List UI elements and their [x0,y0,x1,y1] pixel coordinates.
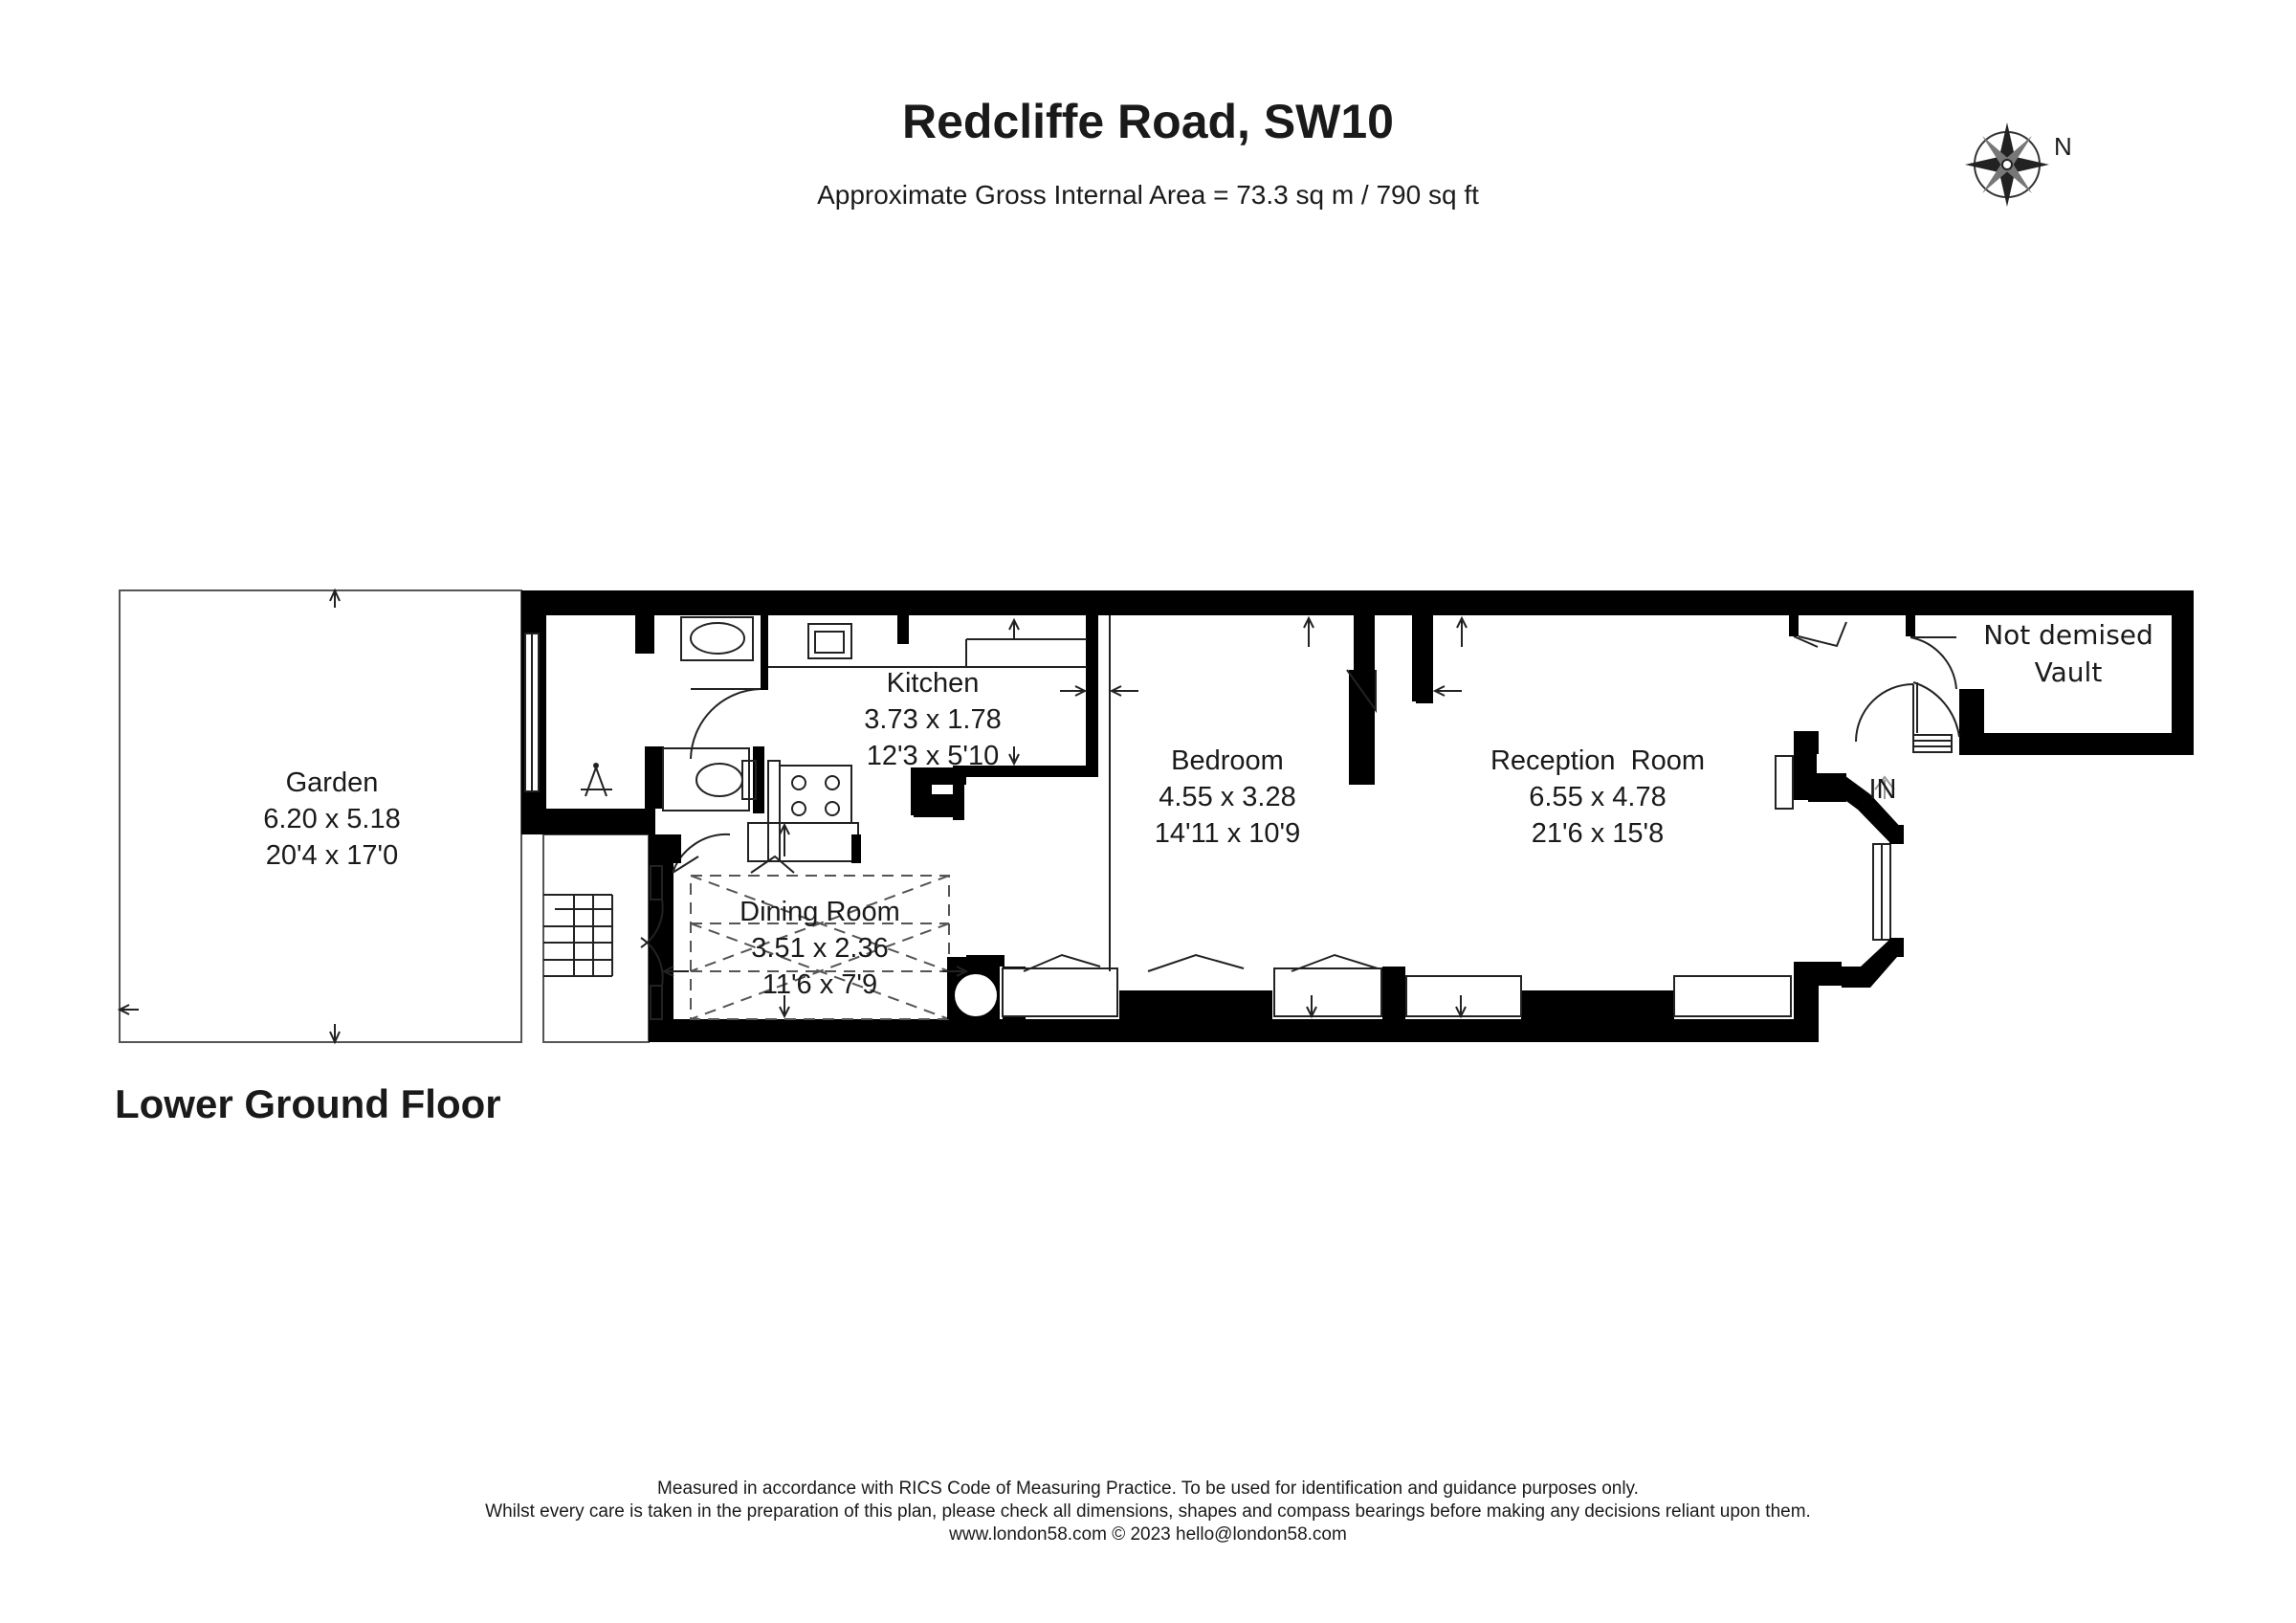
compass-north-label: N [2054,132,2072,161]
dining-walls [673,834,1004,1019]
garden-name: Garden [286,767,379,798]
gross-area: Approximate Gross Internal Area = 73.3 s… [817,180,1479,210]
shower-icon [585,765,607,797]
bedroom-imperial: 14'11 x 10'9 [1155,818,1300,849]
bedroom-name: Bedroom [1171,745,1284,776]
dining-imperial: 11'6 x 7'9 [762,969,877,1000]
entrance-label: IN [1869,774,1897,805]
footer-disclaimer-1: Measured in accordance with RICS Code of… [657,1478,1639,1499]
sink-icon [807,623,852,659]
floor-name: Lower Ground Floor [115,1081,501,1126]
bedroom-metric: 4.55 x 3.28 [1159,782,1296,812]
reception-name: Reception Room [1490,745,1705,776]
room-dining: Dining Room 3.51 x 2.36 11'6 x 7'9 [740,897,900,1000]
kitchen-imperial: 12'3 x 5'10 [867,741,999,771]
reception-imperial: 21'6 x 15'8 [1532,818,1664,849]
kitchen-metric: 3.73 x 1.78 [864,704,1002,735]
dining-overhead-outline [690,875,950,1020]
room-bedroom: Bedroom 4.55 x 3.28 14'11 x 10'9 [1155,745,1300,849]
garden-imperial: 20'4 x 17'0 [266,840,398,871]
basin-icon [690,622,745,655]
bay-wall-lower [1842,940,1904,988]
garden-steps-area [542,834,650,1043]
hob-icon [779,765,852,824]
dining-metric: 3.51 x 2.36 [751,933,889,964]
bay-wall-upper [1832,773,1904,842]
stairs-icon [543,894,613,977]
garden-metric: 6.20 x 5.18 [263,804,401,834]
garden-dimension-arrows [117,588,341,1045]
kitchen-partitions [768,615,1111,971]
room-garden: Garden 6.20 x 5.18 20'4 x 17'0 [263,767,401,871]
room-reception: Reception Room 6.55 x 4.78 21'6 x 15'8 [1490,745,1705,849]
dining-name: Dining Room [740,897,900,927]
dimension-arrows [661,615,1895,1019]
reception-metric: 6.55 x 4.78 [1529,782,1667,812]
windows [524,633,1891,1017]
plan-title: Redcliffe Road, SW10 [902,95,1394,148]
vault-line1: Not demised [1983,619,2153,651]
footer-disclaimer-2: Whilst every care is taken in the prepar… [485,1501,1811,1522]
kitchen-fixtures [747,623,859,862]
compass-icon [1965,122,2049,207]
room-vault: Not demised Vault [1983,619,2153,688]
room-kitchen: Kitchen 3.73 x 1.78 12'3 x 5'10 [864,668,1002,771]
kitchen-name: Kitchen [887,668,980,699]
bathroom-fixtures [581,616,757,812]
toilet-icon [695,763,743,797]
doors [640,621,1960,1020]
footer-contact: www.london58.com © 2023 hello@london58.c… [949,1524,1347,1545]
vault-line2: Vault [2035,656,2103,688]
